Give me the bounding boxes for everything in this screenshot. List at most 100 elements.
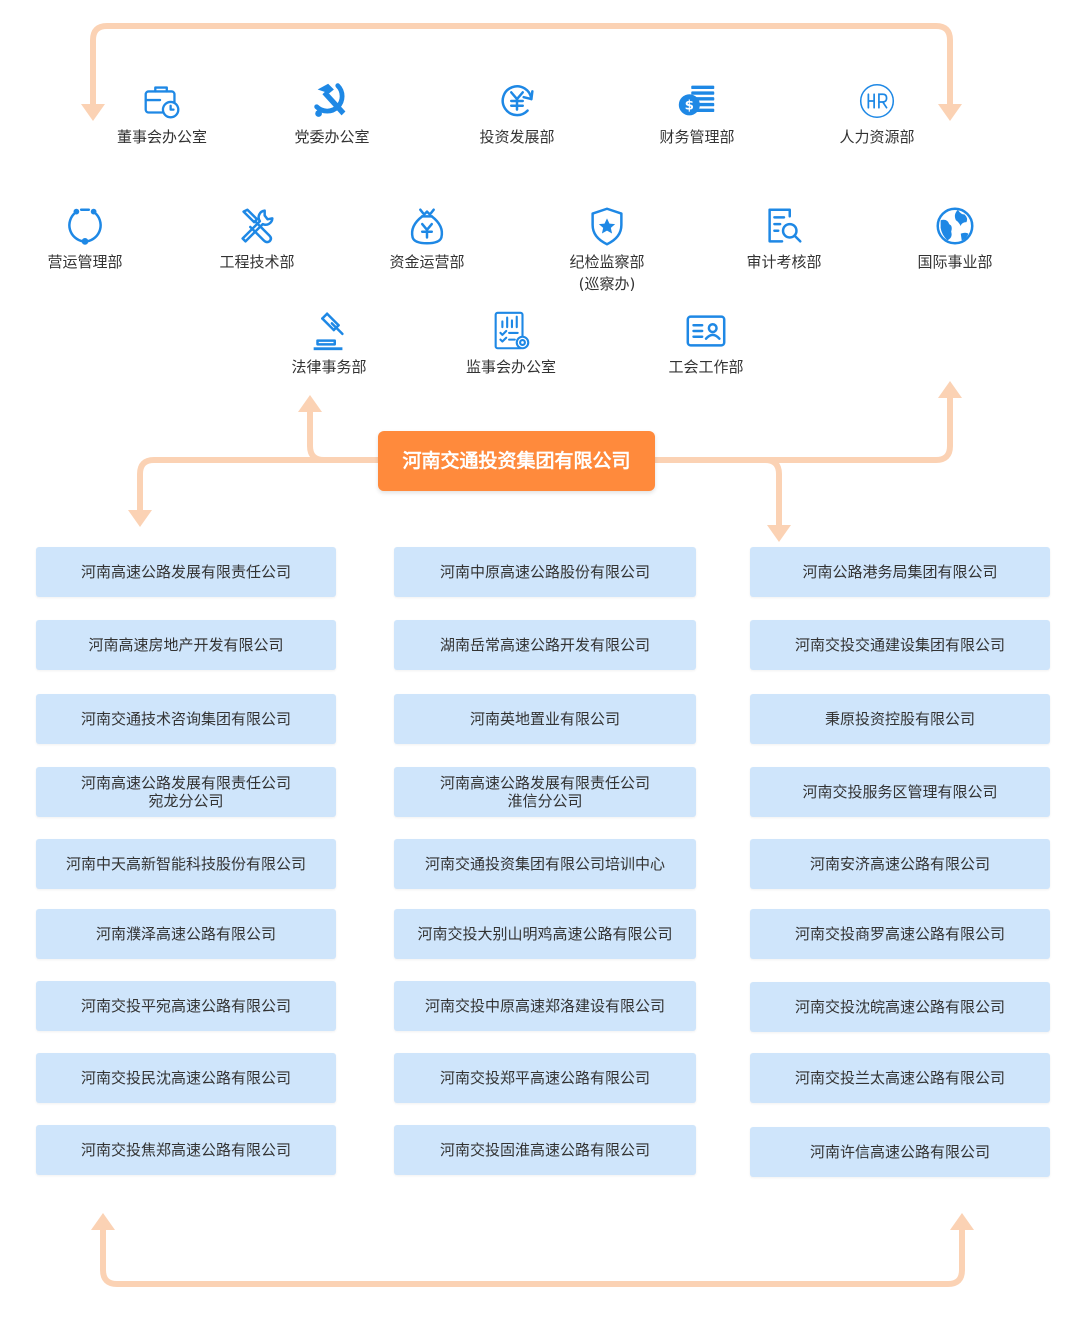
briefcase-clock-icon [144, 86, 180, 119]
document-search-icon [768, 208, 802, 243]
dept-party-office[interactable]: 党委办公室 [257, 78, 407, 148]
subsidiary-label: 河南中原高速公路股份有限公司 [439, 563, 650, 581]
svg-text:$: $ [685, 99, 694, 114]
subsidiary-box[interactable]: 河南高速公路发展有限责任公司 [36, 547, 336, 597]
subsidiary-label: 河南高速公路发展有限责任公司 [80, 563, 291, 581]
subsidiary-label: 河南交通技术咨询集团有限公司 [80, 710, 291, 728]
dept-label: 纪检监察部 [569, 253, 645, 271]
subsidiary-label: 河南高速房地产开发有限公司 [88, 636, 284, 654]
shield-star-icon [591, 207, 623, 246]
subsidiary-label: 河南交投中原高速郑洛建设有限公司 [424, 997, 665, 1015]
report-chart-icon [494, 311, 530, 350]
subsidiary-label: 河南中天高新智能科技股份有限公司 [65, 855, 306, 873]
subsidiary-box[interactable]: 河南交投沈皖高速公路有限公司 [750, 982, 1050, 1032]
dept-label: 营运管理部 [47, 253, 123, 271]
subsidiary-box[interactable]: 河南交投郑平高速公路有限公司 [394, 1053, 696, 1103]
subsidiary-label: 湖南岳常高速公路开发有限公司 [439, 636, 650, 654]
gavel-icon [313, 312, 344, 351]
wrench-screwdriver-icon [241, 208, 274, 244]
subsidiary-box[interactable]: 河南交通投资集团有限公司培训中心 [394, 839, 696, 889]
subsidiary-box[interactable]: 河南交投兰太高速公路有限公司 [750, 1053, 1050, 1103]
subsidiary-label: 河南交投固淮高速公路有限公司 [439, 1141, 650, 1159]
dept-operations[interactable]: 营运管理部 [10, 203, 160, 273]
subsidiary-label: 河南交通投资集团有限公司培训中心 [424, 855, 665, 873]
subsidiary-box[interactable]: 秉原投资控股有限公司 [750, 694, 1050, 744]
subsidiary-label: 河南交投交通建设集团有限公司 [794, 636, 1005, 654]
subsidiary-sublabel: 淮信分公司 [507, 792, 583, 810]
dept-legal[interactable]: 法律事务部 [254, 308, 404, 378]
dept-label: 法律事务部 [291, 358, 367, 376]
subsidiary-box[interactable]: 河南中原高速公路股份有限公司 [394, 547, 696, 597]
subsidiary-box[interactable]: 河南安济高速公路有限公司 [750, 839, 1050, 889]
subsidiary-box[interactable]: 河南交投交通建设集团有限公司 [750, 620, 1050, 670]
subsidiary-label: 河南交投郑平高速公路有限公司 [439, 1069, 650, 1087]
coin-stack-icon: $ [678, 85, 715, 116]
subsidiary-label: 河南交投民沈高速公路有限公司 [80, 1069, 291, 1087]
subsidiary-box[interactable]: 河南交投民沈高速公路有限公司 [36, 1053, 336, 1103]
dept-finance[interactable]: $ 财务管理部 [622, 78, 772, 148]
dept-label: 董事会办公室 [116, 128, 207, 146]
subsidiary-label: 秉原投资控股有限公司 [824, 710, 975, 728]
dept-engineering[interactable]: 工程技术部 [182, 203, 332, 273]
subsidiary-label: 河南交投平宛高速公路有限公司 [80, 997, 291, 1015]
subsidiary-box[interactable]: 河南交投固淮高速公路有限公司 [394, 1125, 696, 1175]
dept-label: 审计考核部 [746, 253, 822, 271]
subsidiary-box[interactable]: 河南英地置业有限公司 [394, 694, 696, 744]
subsidiary-label: 河南英地置业有限公司 [469, 710, 620, 728]
dept-label: 投资发展部 [479, 128, 555, 146]
dept-audit[interactable]: 审计考核部 [709, 203, 859, 273]
subsidiary-box[interactable]: 河南许信高速公路有限公司 [750, 1127, 1050, 1177]
globe-icon [936, 207, 974, 245]
subsidiary-box[interactable]: 湖南岳常高速公路开发有限公司 [394, 620, 696, 670]
subsidiary-box[interactable]: 河南公路港务局集团有限公司 [750, 547, 1050, 597]
subsidiary-box[interactable]: 河南交通技术咨询集团有限公司 [36, 694, 336, 744]
subsidiary-label: 河南安济高速公路有限公司 [809, 855, 990, 873]
subsidiary-label: 河南交投沈皖高速公路有限公司 [794, 998, 1005, 1016]
subsidiary-box[interactable]: 河南交投商罗高速公路有限公司 [750, 909, 1050, 959]
headquarters-box[interactable]: 河南交通投资集团有限公司 [378, 431, 655, 491]
subsidiary-label: 河南许信高速公路有限公司 [809, 1143, 990, 1161]
dept-sublabel: (巡察办) [578, 275, 636, 293]
dept-union[interactable]: 工会工作部 [631, 308, 781, 378]
dept-funds[interactable]: 资金运营部 [352, 203, 502, 273]
dept-label: 党委办公室 [294, 128, 370, 146]
dept-supervisory[interactable]: 监事会办公室 [436, 308, 586, 378]
dept-label: 财务管理部 [659, 128, 735, 146]
subsidiary-label: 河南高速公路发展有限责任公司 [439, 774, 650, 792]
id-card-icon [686, 315, 726, 347]
dept-label: 监事会办公室 [465, 358, 556, 376]
dept-label: 人力资源部 [839, 128, 915, 146]
subsidiary-box[interactable]: 河南交投服务区管理有限公司 [750, 767, 1050, 817]
subsidiary-sublabel: 宛龙分公司 [148, 792, 224, 810]
subsidiary-label: 河南交投焦郑高速公路有限公司 [80, 1141, 291, 1159]
subsidiary-box[interactable]: 河南高速房地产开发有限公司 [36, 620, 336, 670]
yuan-cycle-icon [501, 85, 534, 117]
dept-hr[interactable]: 人力资源部 [802, 78, 952, 148]
dept-investment[interactable]: 投资发展部 [442, 78, 592, 148]
subsidiary-label: 河南交投商罗高速公路有限公司 [794, 925, 1005, 943]
subsidiary-box[interactable]: 河南交投中原高速郑洛建设有限公司 [394, 981, 696, 1031]
subsidiary-box[interactable]: 河南濮泽高速公路有限公司 [36, 909, 336, 959]
network-cycle-icon [68, 208, 102, 245]
subsidiary-label: 河南交投兰太高速公路有限公司 [794, 1069, 1005, 1087]
subsidiary-box[interactable]: 河南交投大别山明鸡高速公路有限公司 [394, 909, 696, 959]
hammer-sickle-icon [314, 83, 346, 117]
subsidiary-box[interactable]: 河南交投平宛高速公路有限公司 [36, 981, 336, 1031]
subsidiary-label: 河南交投大别山明鸡高速公路有限公司 [417, 925, 673, 943]
dept-label: 工程技术部 [219, 253, 295, 271]
subsidiary-label: 河南高速公路发展有限责任公司 [80, 774, 291, 792]
subsidiary-box[interactable]: 河南交投焦郑高速公路有限公司 [36, 1125, 336, 1175]
dept-label: 资金运营部 [389, 253, 465, 271]
subsidiary-label: 河南公路港务局集团有限公司 [802, 563, 998, 581]
dept-international[interactable]: 国际事业部 [880, 203, 1030, 273]
subsidiary-box[interactable]: 河南中天高新智能科技股份有限公司 [36, 839, 336, 889]
subsidiary-box[interactable]: 河南高速公路发展有限责任公司淮信分公司 [394, 767, 696, 817]
dept-discipline[interactable]: 纪检监察部 (巡察办) [532, 203, 682, 295]
dept-board-office[interactable]: 董事会办公室 [87, 78, 237, 148]
subsidiary-label: 河南交投服务区管理有限公司 [802, 783, 998, 801]
hr-icon [859, 83, 895, 119]
dept-label: 工会工作部 [668, 358, 744, 376]
dept-label: 国际事业部 [917, 253, 993, 271]
subsidiary-box[interactable]: 河南高速公路发展有限责任公司宛龙分公司 [36, 767, 336, 817]
money-bag-icon [410, 208, 444, 245]
